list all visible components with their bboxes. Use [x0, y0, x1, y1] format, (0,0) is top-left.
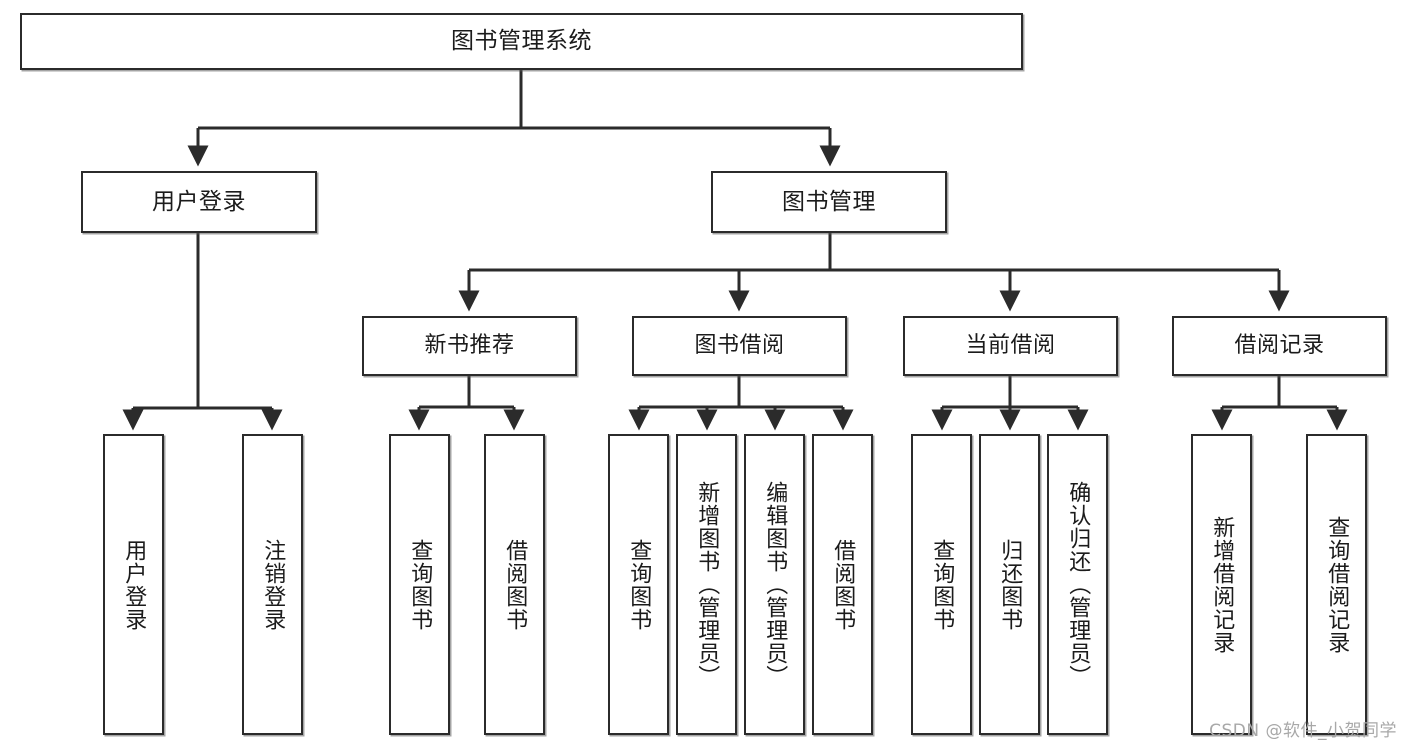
leaf-user-login-logout[interactable]: 注销登录: [242, 434, 303, 735]
leaf-book-borrow-add-book-admin[interactable]: 新增图书（管理员）: [676, 434, 737, 735]
node-label: 新增借阅记录: [1209, 515, 1235, 654]
node-user-login[interactable]: 用户登录: [81, 171, 317, 233]
node-new-book-recommend[interactable]: 新书推荐: [362, 316, 577, 376]
leaf-current-borrow-confirm-return-admin[interactable]: 确认归还（管理员）: [1047, 434, 1108, 735]
leaf-borrow-record-add-record[interactable]: 新增借阅记录: [1191, 434, 1252, 735]
node-label: 查询借阅记录: [1324, 515, 1350, 654]
leaf-current-borrow-query-book[interactable]: 查询图书: [911, 434, 972, 735]
node-label: 查询图书: [626, 538, 652, 631]
node-label: 图书借阅: [694, 333, 785, 359]
node-label: 图书管理: [782, 188, 876, 215]
node-root-book-management-system[interactable]: 图书管理系统: [20, 13, 1023, 70]
node-label: 编辑图书（管理员）: [762, 481, 788, 688]
node-label: 借阅图书: [830, 538, 856, 631]
node-label: 当前借阅: [965, 333, 1056, 359]
leaf-current-borrow-return-book[interactable]: 归还图书: [979, 434, 1040, 735]
leaf-new-book-query-book[interactable]: 查询图书: [389, 434, 450, 735]
node-book-management[interactable]: 图书管理: [711, 171, 947, 233]
node-label: 新增图书（管理员）: [694, 481, 720, 688]
node-current-borrow[interactable]: 当前借阅: [903, 316, 1118, 376]
node-label: 查询图书: [929, 538, 955, 631]
node-label: 注销登录: [260, 538, 286, 631]
leaf-book-borrow-borrow-book[interactable]: 借阅图书: [812, 434, 873, 735]
node-label: 用户登录: [152, 188, 246, 215]
leaf-new-book-borrow-book[interactable]: 借阅图书: [484, 434, 545, 735]
leaf-book-borrow-query-book[interactable]: 查询图书: [608, 434, 669, 735]
node-label: 借阅图书: [502, 538, 528, 631]
csdn-watermark: CSDN @软件_小贺同学: [1209, 721, 1397, 741]
node-label: 归还图书: [997, 538, 1023, 631]
node-label: 借阅记录: [1234, 333, 1325, 359]
leaf-user-login-login[interactable]: 用户登录: [103, 434, 164, 735]
node-borrow-record[interactable]: 借阅记录: [1172, 316, 1387, 376]
leaf-borrow-record-query-record[interactable]: 查询借阅记录: [1306, 434, 1367, 735]
node-label: 图书管理系统: [451, 28, 592, 55]
node-label: 新书推荐: [424, 333, 515, 359]
node-book-borrow[interactable]: 图书借阅: [632, 316, 847, 376]
node-label: 用户登录: [121, 538, 147, 631]
node-label: 确认归还（管理员）: [1065, 481, 1091, 688]
node-label: 查询图书: [407, 538, 433, 631]
leaf-book-borrow-edit-book-admin[interactable]: 编辑图书（管理员）: [744, 434, 805, 735]
